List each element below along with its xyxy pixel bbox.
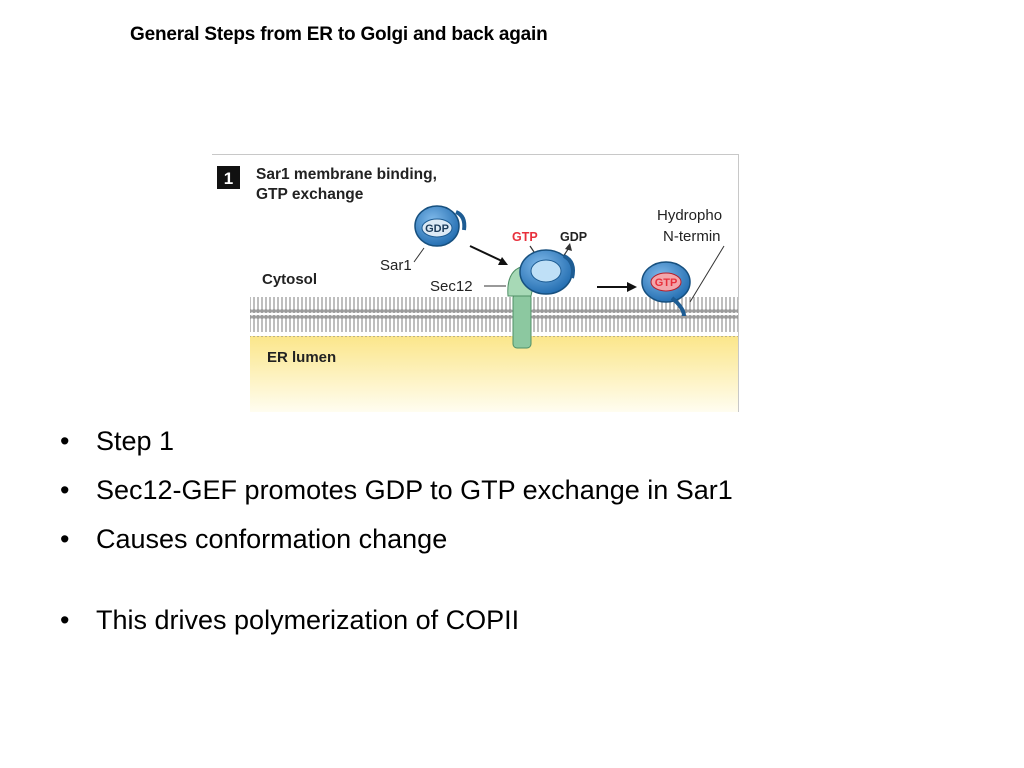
sar1-label: Sar1	[380, 257, 412, 274]
sec12-label: Sec12	[430, 278, 473, 295]
hydrophobic-label-line2: N-termin	[663, 228, 721, 245]
bullet-symbol: •	[60, 475, 70, 505]
sar1-pointer	[413, 247, 425, 263]
bullet-conformation: • Causes conformation change	[58, 522, 733, 556]
er-lumen-label: ER lumen	[267, 349, 336, 366]
bullet-text: This drives polymerization of COPII	[96, 605, 520, 635]
bullet-sec12-gef: • Sec12-GEF promotes GDP to GTP exchange …	[58, 473, 733, 507]
bullet-copii: • This drives polymerization of COPII	[58, 603, 733, 637]
sar1-gdp-protein: GDP	[414, 205, 467, 247]
hydrophobic-label-line1: Hydropho	[657, 207, 722, 224]
gdp-out-label: GDP	[560, 230, 587, 244]
gdp-out-arrowhead	[565, 243, 572, 251]
arrow-to-sec12-head	[498, 257, 508, 265]
cytosol-label: Cytosol	[262, 271, 317, 288]
gdp-bound-label: GDP	[425, 223, 449, 235]
bullet-symbol: •	[60, 605, 70, 635]
bullet-text: Step 1	[96, 426, 175, 456]
gtp-bound-label: GTP	[655, 277, 678, 289]
step-title-line1: Sar1 membrane binding,	[256, 166, 437, 183]
bullet-text: Causes conformation change	[96, 524, 448, 554]
step-number: 1	[224, 169, 233, 188]
sar1-gtp-protein: GTP	[641, 261, 691, 317]
arrow-to-sar1-gtp-head	[627, 282, 637, 292]
arrow-to-sec12	[469, 245, 505, 263]
bullet-list: • Step 1 • Sec12-GEF promotes GDP to GTP e…	[58, 424, 733, 652]
step-title-line2: GTP exchange	[256, 186, 364, 203]
sar1-gtp-exchange-diagram: 1 Sar1 membrane binding, GTP exchange Cy…	[212, 154, 739, 412]
membrane-bilayer	[250, 297, 738, 337]
bullet-text: Sec12-GEF promotes GDP to GTP exchange i…	[96, 475, 733, 505]
er-lumen-region	[250, 336, 738, 412]
bullet-symbol: •	[60, 524, 70, 554]
slide-title: General Steps from ER to Golgi and back …	[130, 24, 548, 45]
sar1-sec12-complex	[519, 249, 575, 295]
step-number-box	[217, 166, 240, 189]
hydrophobic-pointer	[689, 245, 725, 303]
gtp-in-label: GTP	[512, 230, 538, 244]
bullet-step-1: • Step 1	[58, 424, 733, 458]
bullet-symbol: •	[60, 426, 70, 456]
